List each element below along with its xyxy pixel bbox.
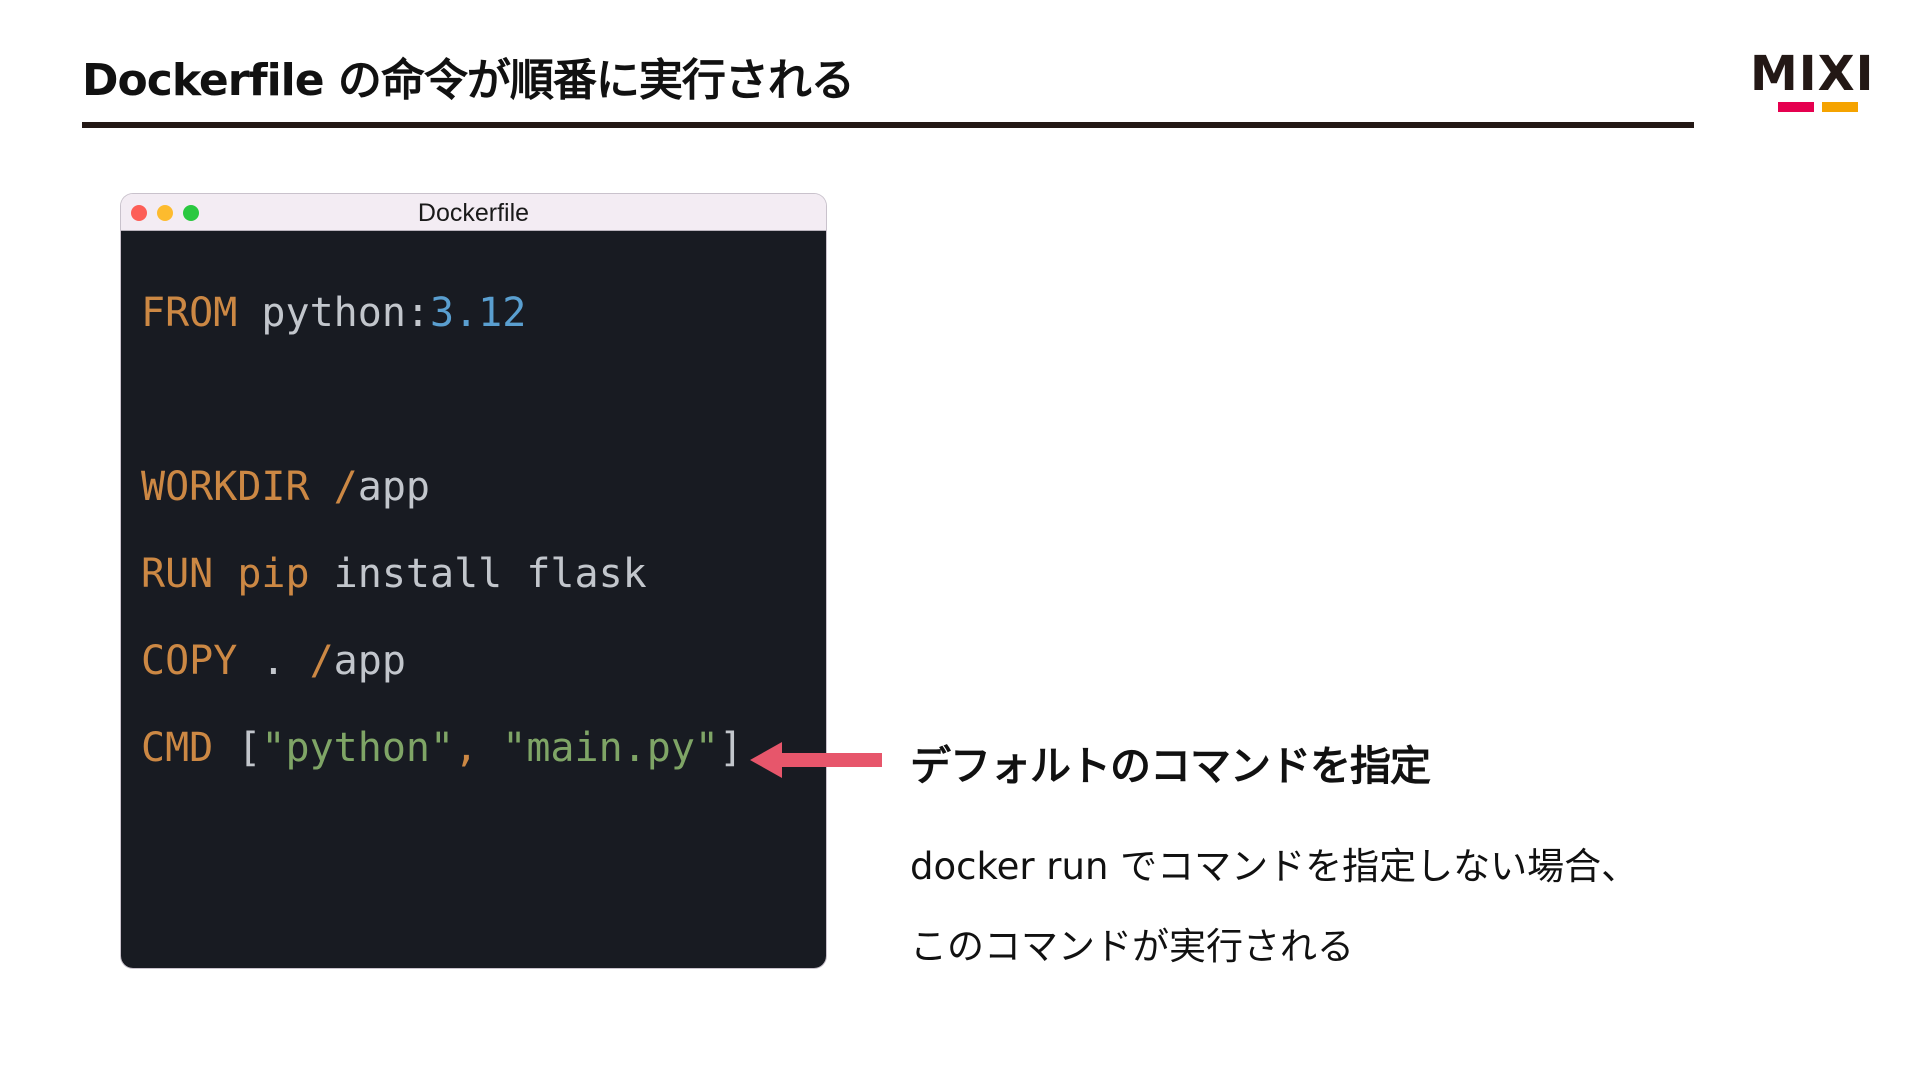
arrow-shape <box>750 742 882 778</box>
code-line-cmd: CMD ["python", "main.py"] <box>141 724 743 772</box>
code-line-copy: COPY . /app <box>141 637 406 685</box>
code-token-keyword: COPY <box>141 638 238 684</box>
code-token-plain: [ <box>213 725 262 771</box>
window-titlebar: Dockerfile <box>121 194 826 231</box>
code-token-keyword: CMD <box>141 725 214 771</box>
slide-title: Dockerfile の命令が順番に実行される <box>82 55 855 106</box>
code-token-plain: . <box>237 638 310 684</box>
code-token-string: "main.py" <box>502 725 719 771</box>
code-token-plain: ] <box>719 725 744 771</box>
code-token-keyword: RUN <box>141 551 214 597</box>
code-line-run: RUN pip install flask <box>141 550 647 598</box>
code-token-keyword: / <box>309 638 334 684</box>
code-line-workdir: WORKDIR /app <box>141 463 430 511</box>
window-title: Dockerfile <box>417 199 530 227</box>
code-token-plain: app <box>333 638 406 684</box>
code-token-number: 3.12 <box>429 290 527 336</box>
code-window: Dockerfile FROM python:3.12 WORKDIR /app… <box>121 194 826 968</box>
code-token-plain <box>213 551 237 597</box>
code-token-plain: app <box>357 464 431 510</box>
code-token-keyword: WORKDIR <box>141 464 310 510</box>
mixi-logo: MIXI <box>1750 48 1880 120</box>
logo-text: MIXI <box>1750 46 1875 102</box>
callout-body-line2: このコマンドが実行される <box>910 925 1354 968</box>
code-token-keyword: pip <box>237 551 310 597</box>
logo-red-bar <box>1778 102 1814 112</box>
callout-body-line1: docker run でコマンドを指定しない場合、 <box>910 845 1639 888</box>
left-arrow-icon <box>750 742 882 778</box>
title-underline <box>82 122 1694 128</box>
code-line-from: FROM python:3.12 <box>141 289 526 337</box>
code-token-keyword: / <box>333 464 358 510</box>
close-dot-icon[interactable] <box>131 205 147 221</box>
logo-yellow-bar <box>1822 102 1858 112</box>
code-token-plain: install flask <box>309 551 647 597</box>
code-token-plain <box>310 464 334 510</box>
code-editor: FROM python:3.12 WORKDIR /app RUN pip in… <box>121 231 826 968</box>
code-token-keyword: , <box>454 725 503 771</box>
code-token-string: "python" <box>261 725 455 771</box>
code-token-keyword: FROM <box>141 290 238 336</box>
minimize-dot-icon[interactable] <box>157 205 173 221</box>
callout-heading: デフォルトのコマンドを指定 <box>910 742 1431 790</box>
maximize-dot-icon[interactable] <box>183 205 199 221</box>
code-token-plain: python: <box>237 290 430 336</box>
